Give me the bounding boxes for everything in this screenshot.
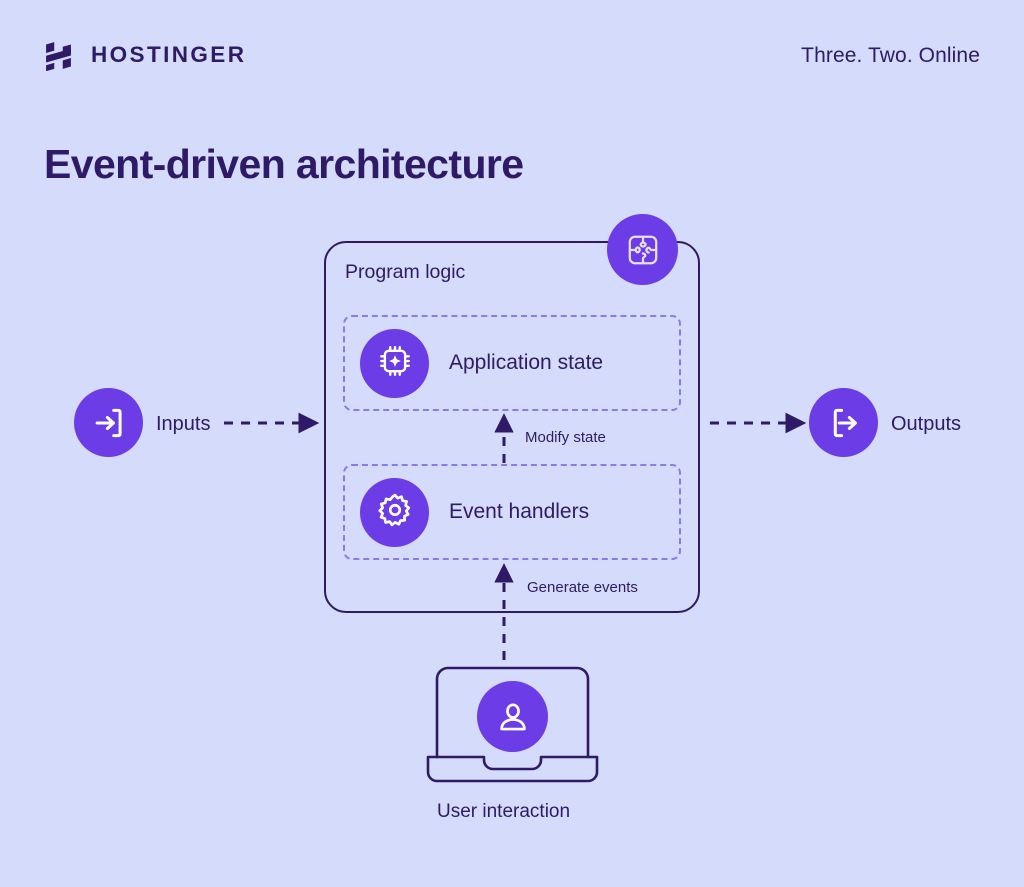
inputs-node[interactable] <box>74 388 143 457</box>
modify-state-label: Modify state <box>525 429 606 446</box>
user-interaction-label: User interaction <box>437 801 571 822</box>
arrow-out-of-bracket-icon <box>825 404 863 442</box>
brand: HOSTINGER <box>43 40 246 71</box>
laptop-icon <box>426 666 599 783</box>
outputs-label: Outputs <box>891 413 962 435</box>
inputs-label: Inputs <box>156 413 211 435</box>
page-title: Event-driven architecture <box>44 141 524 188</box>
user-badge[interactable] <box>477 681 548 752</box>
event-handlers-label: Event handlers <box>449 500 590 524</box>
gear-icon <box>376 491 414 534</box>
chip-sparkle-badge <box>360 328 429 398</box>
event-handlers-block[interactable]: Event handlers <box>343 464 681 560</box>
gear-badge <box>360 477 429 547</box>
program-logic-label: Program logic <box>345 261 466 283</box>
page-header: HOSTINGER Three. Two. Online <box>43 32 980 78</box>
brand-name: HOSTINGER <box>91 41 247 67</box>
puzzle-icon <box>625 232 661 268</box>
generate-events-label: Generate events <box>527 579 638 596</box>
user-icon <box>494 698 532 736</box>
outputs-node[interactable] <box>809 388 878 457</box>
chip-sparkle-icon <box>376 342 414 385</box>
application-state-label: Application state <box>449 351 604 375</box>
tagline: Three. Two. Online <box>801 43 980 67</box>
hostinger-h-logo-icon <box>43 40 74 71</box>
arrow-into-bracket-icon <box>90 404 128 442</box>
application-state-block[interactable]: Application state <box>343 315 681 411</box>
puzzle-badge[interactable] <box>607 214 678 285</box>
program-logic-box <box>324 241 700 613</box>
